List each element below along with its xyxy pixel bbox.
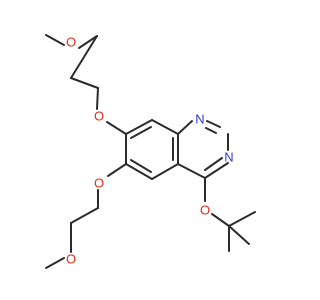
oxygen-atom-label: O bbox=[200, 203, 210, 218]
bond bbox=[78, 35, 98, 49]
bond bbox=[125, 163, 153, 180]
bond bbox=[177, 120, 193, 135]
bond bbox=[151, 163, 179, 180]
bond bbox=[205, 127, 217, 134]
bond bbox=[70, 77, 99, 89]
bond bbox=[106, 121, 127, 135]
bond bbox=[151, 119, 179, 135]
bond bbox=[45, 34, 65, 46]
nitrogen-atom-label: N bbox=[224, 150, 233, 165]
bond bbox=[228, 225, 250, 245]
bond bbox=[177, 163, 206, 179]
oxygen-atom-label: O bbox=[66, 35, 76, 50]
bond bbox=[211, 213, 230, 227]
bond bbox=[130, 159, 152, 173]
bond bbox=[130, 126, 152, 139]
oxygen-atom-label: O bbox=[94, 109, 104, 124]
bond bbox=[107, 163, 127, 177]
molecule-structure: O O O O O N N bbox=[45, 34, 256, 269]
bond bbox=[204, 162, 229, 179]
oxygen-atom-label: O bbox=[66, 252, 76, 267]
bond bbox=[204, 157, 223, 171]
bonds bbox=[45, 34, 256, 269]
bond bbox=[228, 211, 256, 227]
bond bbox=[206, 120, 221, 128]
bond bbox=[45, 257, 65, 269]
bond bbox=[96, 87, 99, 110]
oxygen-atom-label: O bbox=[94, 176, 104, 191]
bond bbox=[70, 207, 99, 224]
nitrogen-atom-label: N bbox=[195, 112, 204, 127]
bond bbox=[70, 35, 98, 79]
atom-labels: O O O O O N N bbox=[66, 35, 234, 267]
bond bbox=[125, 119, 153, 135]
